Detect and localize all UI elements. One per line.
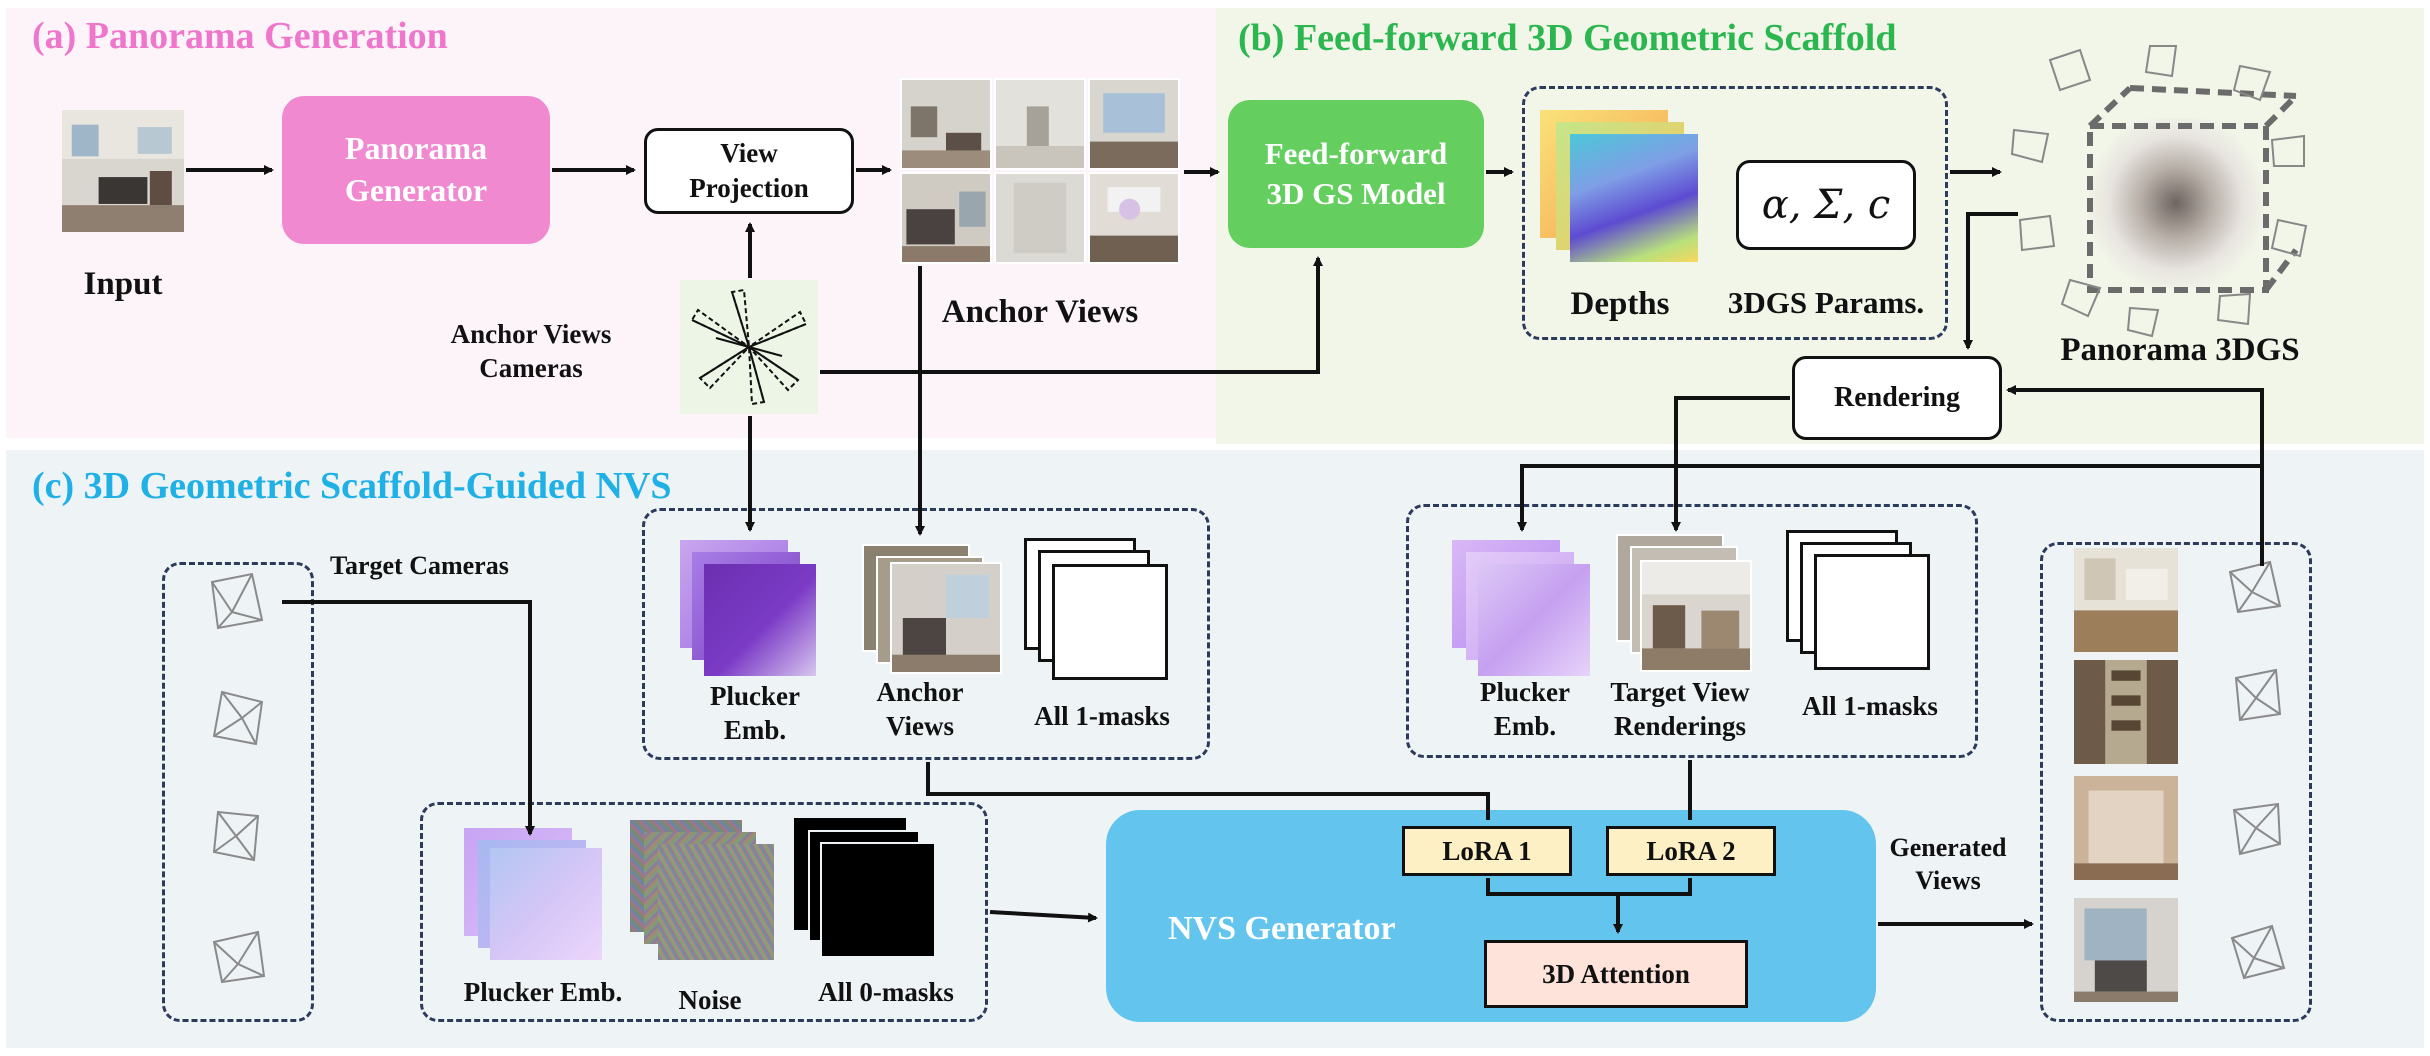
3d-attention-box: 3D Attention (1484, 940, 1748, 1008)
all-1-masks-label-1: All 1-masks (1034, 701, 1170, 731)
panorama-3dgs-label: Panorama 3DGS (2060, 332, 2300, 368)
anchor-view-thumb (1088, 78, 1180, 170)
params-label: 3DGS Params. (1727, 285, 1925, 320)
generated-view-thumb (2074, 898, 2178, 1002)
target-camera-icons (210, 572, 266, 984)
view-projection-box: View Projection (644, 128, 854, 214)
section-a-title: (a) Panorama Generation (32, 15, 448, 57)
plucker-front (704, 564, 816, 676)
rendering-conditioning-group (1406, 504, 1978, 758)
rendering-box: Rendering (1792, 356, 2002, 440)
target-cameras-label: Target Cameras (330, 551, 509, 580)
params-symbol: α, Σ, c (1761, 182, 1891, 228)
render-front (1640, 560, 1752, 672)
feed-forward-model-box: Feed-forward 3D GS Model (1228, 100, 1484, 248)
depths-label: Depths (1570, 286, 1670, 322)
input-image (62, 110, 184, 232)
panorama-generator-box: Panorama Generator (282, 96, 550, 244)
lora-2-box: LoRA 2 (1606, 826, 1776, 876)
depth-map-front (1570, 134, 1698, 262)
panorama-3dgs-render (2088, 118, 2264, 288)
section-b-title: (b) Feed-forward 3D Geometric Scaffold (1238, 17, 1897, 59)
section-c-title: (c) 3D Geometric Scaffold-Guided NVS (32, 465, 672, 507)
plucker-emb-label-1: Plucker Emb. (710, 681, 800, 745)
target-cameras-group (162, 562, 314, 1022)
nvs-generator-label: NVS Generator (1168, 910, 1396, 947)
anchor-views-label-c: Anchor Views (876, 677, 964, 741)
anchor-cameras-icon (680, 280, 818, 414)
generated-view-thumb (2074, 776, 2178, 880)
generated-view-camera-icons (2228, 560, 2286, 980)
anchor-view-thumb (900, 78, 992, 170)
anchor-view-thumb (900, 172, 992, 264)
anchor-view-thumb (994, 78, 1086, 170)
generated-view-thumb (2074, 548, 2178, 652)
mask0-front (820, 842, 936, 958)
all-1-masks-label-2: All 1-masks (1802, 691, 1938, 721)
plucker-emb-label-3: Plucker Emb. (463, 977, 623, 1007)
params-box: α, Σ, c (1736, 160, 1916, 250)
noise-label: Noise (678, 985, 742, 1015)
anchor-cameras-label: Anchor Views Cameras (450, 319, 612, 383)
generated-view-thumb (2074, 660, 2178, 764)
input-label: Input (83, 266, 163, 302)
lora-1-box: LoRA 1 (1402, 826, 1572, 876)
mask2-front (1814, 554, 1930, 670)
depth-params-group (1522, 86, 1948, 340)
plucker2-front (1478, 564, 1590, 676)
plucker-emb-label-2: Plucker Emb. (1480, 677, 1570, 741)
plucker3-front (490, 848, 602, 960)
generated-views-label: Generated Views (1889, 833, 2007, 895)
anchor-stack-front (890, 562, 1002, 674)
generated-views-group (2040, 542, 2312, 1022)
target-renderings-label: Target View Renderings (1610, 677, 1750, 741)
noise-front (658, 844, 774, 960)
anchor-views-label: Anchor Views (941, 294, 1139, 330)
all-0-masks-label: All 0-masks (818, 977, 954, 1007)
anchor-conditioning-group (642, 508, 1210, 760)
mask1-front (1052, 564, 1168, 680)
anchor-view-thumb (994, 172, 1086, 264)
target-input-group (420, 802, 988, 1022)
anchor-view-thumb (1088, 172, 1180, 264)
